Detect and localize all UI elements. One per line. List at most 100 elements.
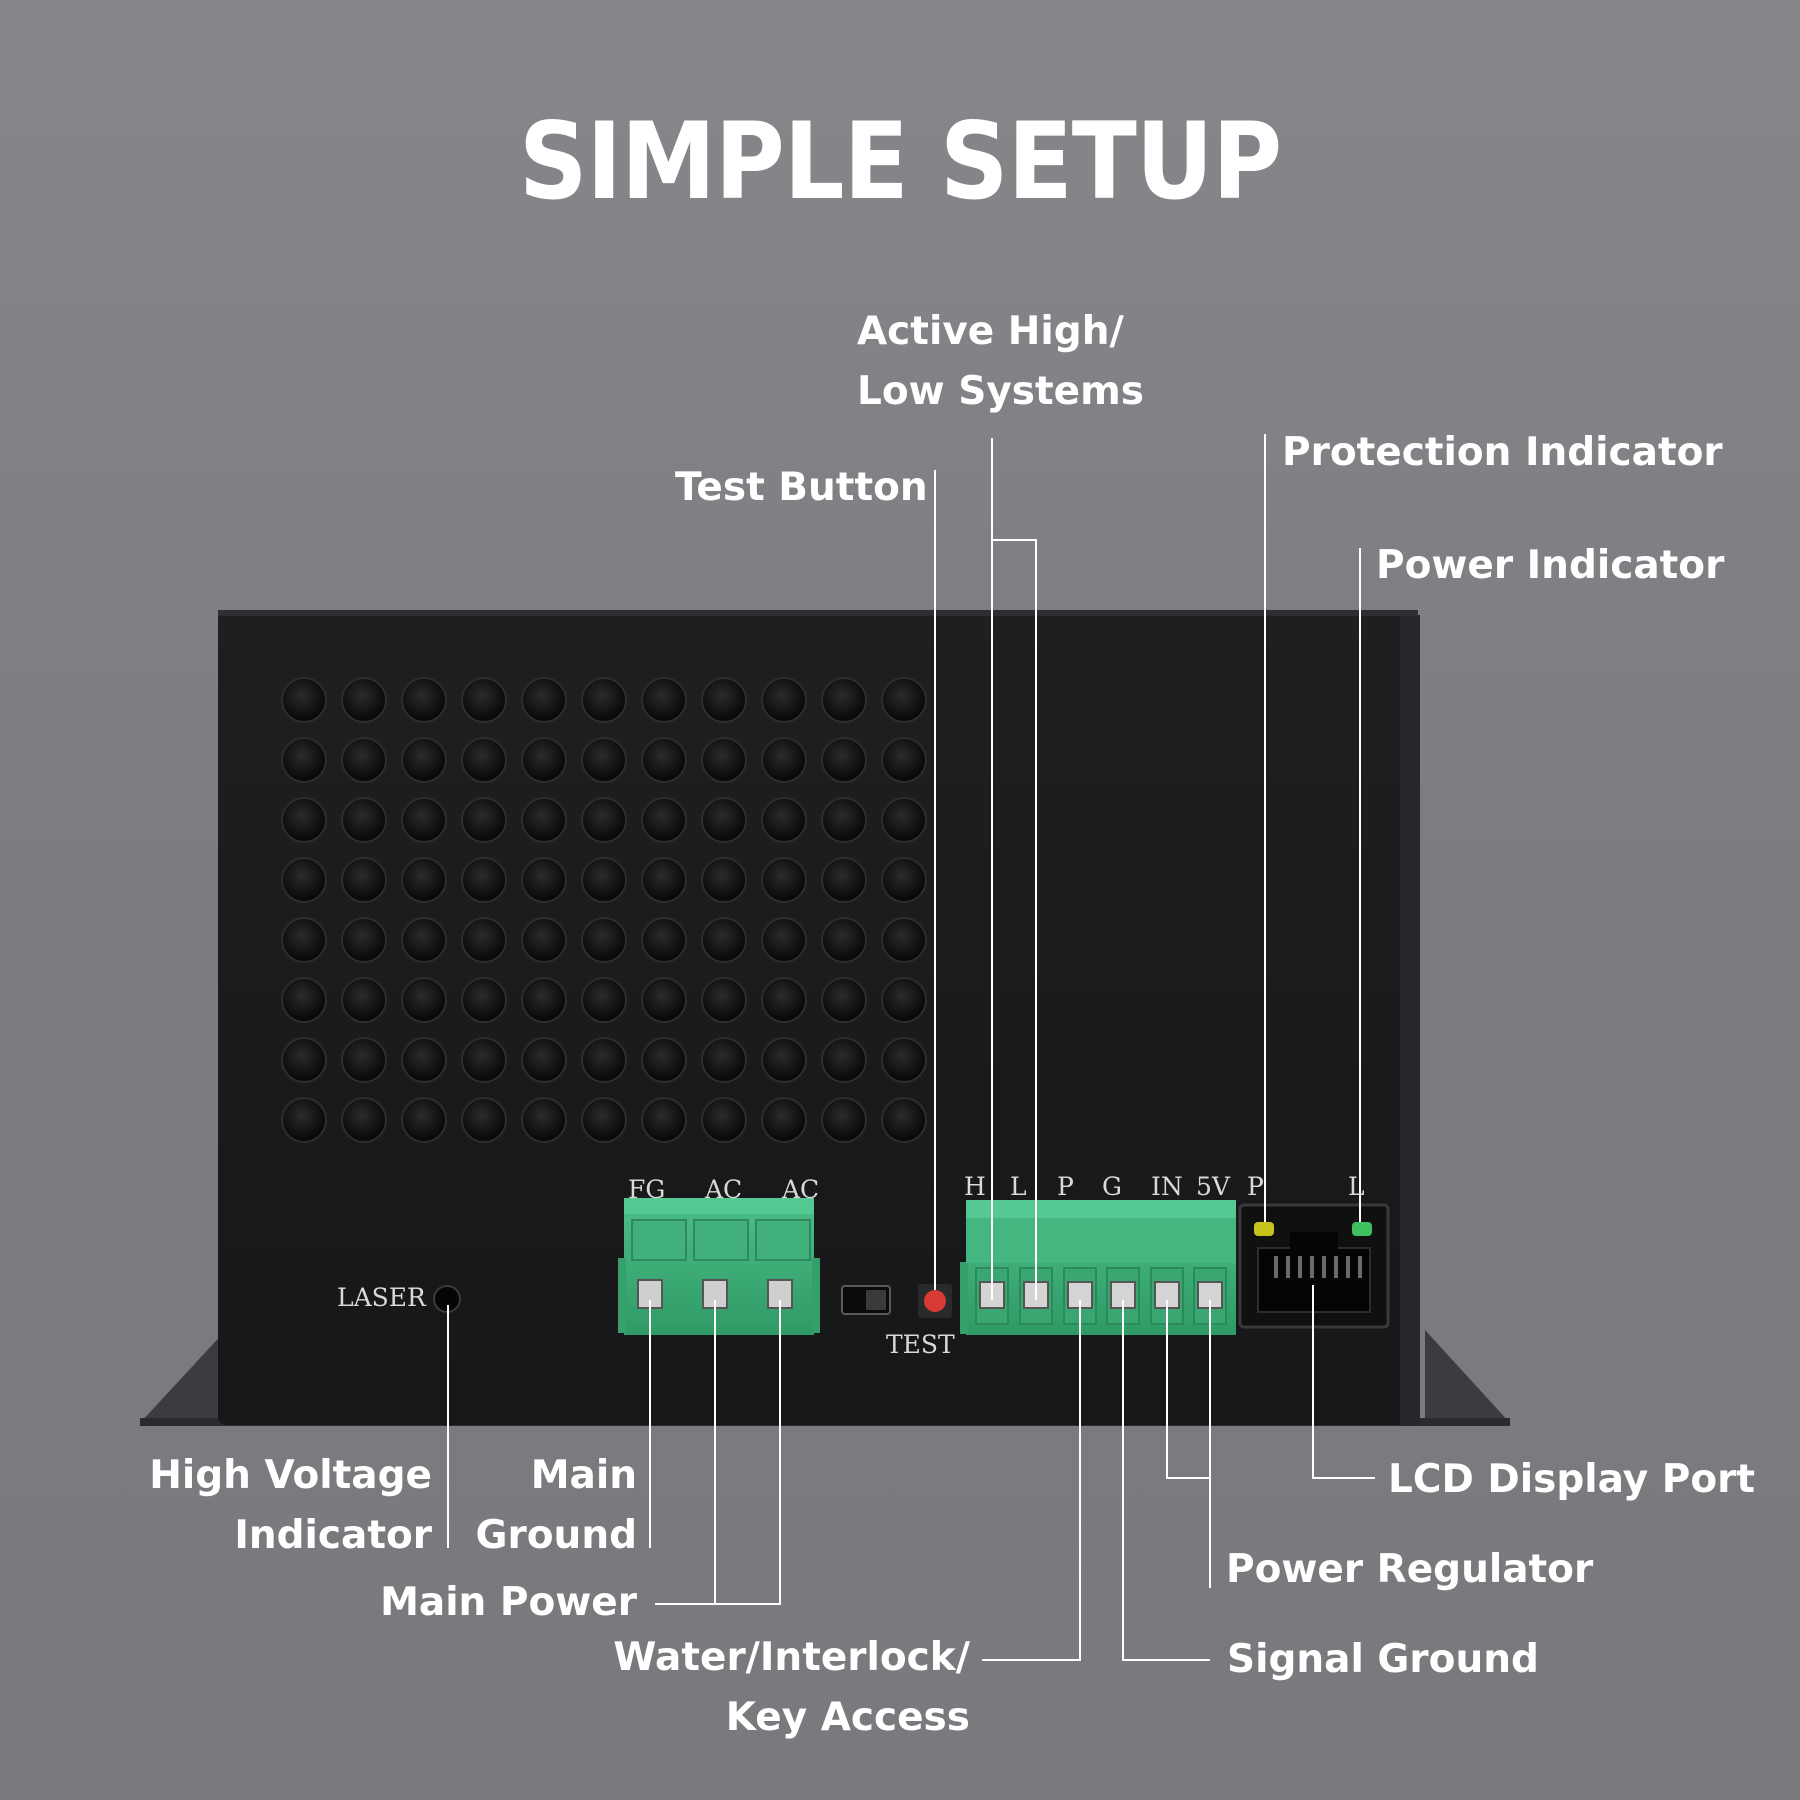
vent-hole bbox=[641, 737, 687, 783]
vent-hole bbox=[281, 737, 327, 783]
callout-test-button: Test Button bbox=[675, 465, 928, 510]
signal-marking-l: L bbox=[1010, 1172, 1027, 1201]
callout-protection-indicator: Protection Indicator bbox=[1282, 430, 1723, 475]
callout-line: High Voltage bbox=[149, 1453, 432, 1498]
vent-hole bbox=[521, 1097, 567, 1143]
vent-hole bbox=[581, 857, 627, 903]
vent-hole bbox=[341, 797, 387, 843]
vent-hole bbox=[401, 1097, 447, 1143]
callout-high-voltage-indicator: High Voltage Indicator bbox=[149, 1446, 432, 1566]
vent-hole bbox=[761, 977, 807, 1023]
vent-hole bbox=[401, 1037, 447, 1083]
vent-hole bbox=[461, 1097, 507, 1143]
vent-hole bbox=[641, 797, 687, 843]
laser-marking: LASER bbox=[337, 1283, 426, 1312]
ventilation-grid bbox=[281, 677, 927, 1143]
vent-hole bbox=[581, 797, 627, 843]
signal-marking-5v: 5V bbox=[1196, 1172, 1230, 1201]
vent-hole bbox=[701, 677, 747, 723]
vent-hole bbox=[821, 1097, 867, 1143]
signal-marking-in: IN bbox=[1151, 1172, 1183, 1201]
vent-hole bbox=[641, 857, 687, 903]
vent-hole bbox=[581, 917, 627, 963]
signal-terminal-block bbox=[960, 1200, 1236, 1335]
page-title: SIMPLE SETUP bbox=[518, 100, 1282, 223]
vent-hole bbox=[761, 737, 807, 783]
test-button-cap bbox=[924, 1290, 946, 1312]
ac-terminal-marking-ac: AC bbox=[705, 1175, 743, 1204]
vent-hole bbox=[581, 737, 627, 783]
vent-hole bbox=[341, 1097, 387, 1143]
vent-hole bbox=[881, 1097, 927, 1143]
vent-hole bbox=[761, 797, 807, 843]
vent-hole bbox=[461, 917, 507, 963]
leader-signal-ground bbox=[1122, 1300, 1210, 1661]
vent-hole bbox=[701, 1097, 747, 1143]
vent-hole bbox=[701, 1037, 747, 1083]
vent-hole bbox=[761, 1037, 807, 1083]
ac-terminal-marking-fg: FG bbox=[628, 1175, 666, 1204]
leader-main-power-branch bbox=[715, 1300, 781, 1605]
vent-hole bbox=[701, 797, 747, 843]
vent-hole bbox=[641, 1097, 687, 1143]
vent-hole bbox=[761, 917, 807, 963]
vent-hole bbox=[521, 1037, 567, 1083]
vent-hole bbox=[581, 977, 627, 1023]
leader-power-regulator bbox=[1166, 1300, 1210, 1479]
signal-marking-p: P bbox=[1057, 1172, 1074, 1201]
signal-marking-g: G bbox=[1102, 1172, 1122, 1201]
indicator-marking-p: P bbox=[1247, 1172, 1264, 1201]
vent-hole bbox=[281, 1037, 327, 1083]
vent-hole bbox=[521, 797, 567, 843]
indicator-marking-l: L bbox=[1348, 1172, 1365, 1201]
device-top-edge bbox=[218, 610, 1418, 616]
vent-hole bbox=[461, 977, 507, 1023]
vent-hole bbox=[341, 737, 387, 783]
vent-hole bbox=[401, 977, 447, 1023]
vent-hole bbox=[701, 737, 747, 783]
vent-hole bbox=[401, 737, 447, 783]
vent-hole bbox=[821, 797, 867, 843]
ac-terminal-block bbox=[618, 1198, 820, 1335]
callout-line: Main bbox=[530, 1453, 637, 1498]
vent-hole bbox=[881, 1037, 927, 1083]
callout-active-high-low: Active High/ Low Systems bbox=[857, 302, 1144, 422]
vent-hole bbox=[641, 677, 687, 723]
callout-power-regulator: Power Regulator bbox=[1226, 1547, 1594, 1592]
signal-marking-h: H bbox=[964, 1172, 986, 1201]
vent-hole bbox=[821, 1037, 867, 1083]
vent-hole bbox=[341, 857, 387, 903]
vent-hole bbox=[821, 977, 867, 1023]
vent-hole bbox=[761, 677, 807, 723]
vent-hole bbox=[821, 737, 867, 783]
callout-line: Ground bbox=[475, 1513, 637, 1558]
vent-hole bbox=[341, 1037, 387, 1083]
vent-hole bbox=[281, 857, 327, 903]
vent-hole bbox=[881, 857, 927, 903]
leader-active-high-low-branch bbox=[992, 539, 1037, 1300]
vent-hole bbox=[881, 737, 927, 783]
protection-indicator-led bbox=[1254, 1222, 1274, 1236]
vent-hole bbox=[281, 977, 327, 1023]
callout-signal-ground: Signal Ground bbox=[1227, 1637, 1539, 1682]
vent-hole bbox=[761, 1097, 807, 1143]
callout-water-interlock: Water/Interlock/ Key Access bbox=[613, 1628, 970, 1748]
vent-hole bbox=[701, 857, 747, 903]
vent-hole bbox=[581, 1097, 627, 1143]
vent-hole bbox=[701, 917, 747, 963]
vent-hole bbox=[821, 917, 867, 963]
vent-hole bbox=[641, 917, 687, 963]
power-indicator-led bbox=[1352, 1222, 1372, 1236]
vent-hole bbox=[281, 677, 327, 723]
vent-hole bbox=[641, 977, 687, 1023]
test-marking: TEST bbox=[886, 1330, 955, 1359]
callout-main-power: Main Power bbox=[380, 1580, 637, 1625]
vent-hole bbox=[401, 677, 447, 723]
vent-hole bbox=[401, 797, 447, 843]
vent-hole bbox=[641, 1037, 687, 1083]
callout-lcd-display-port: LCD Display Port bbox=[1388, 1457, 1756, 1502]
vent-hole bbox=[881, 677, 927, 723]
callout-line: Water/Interlock/ bbox=[613, 1635, 970, 1680]
callout-line: Indicator bbox=[234, 1513, 432, 1558]
